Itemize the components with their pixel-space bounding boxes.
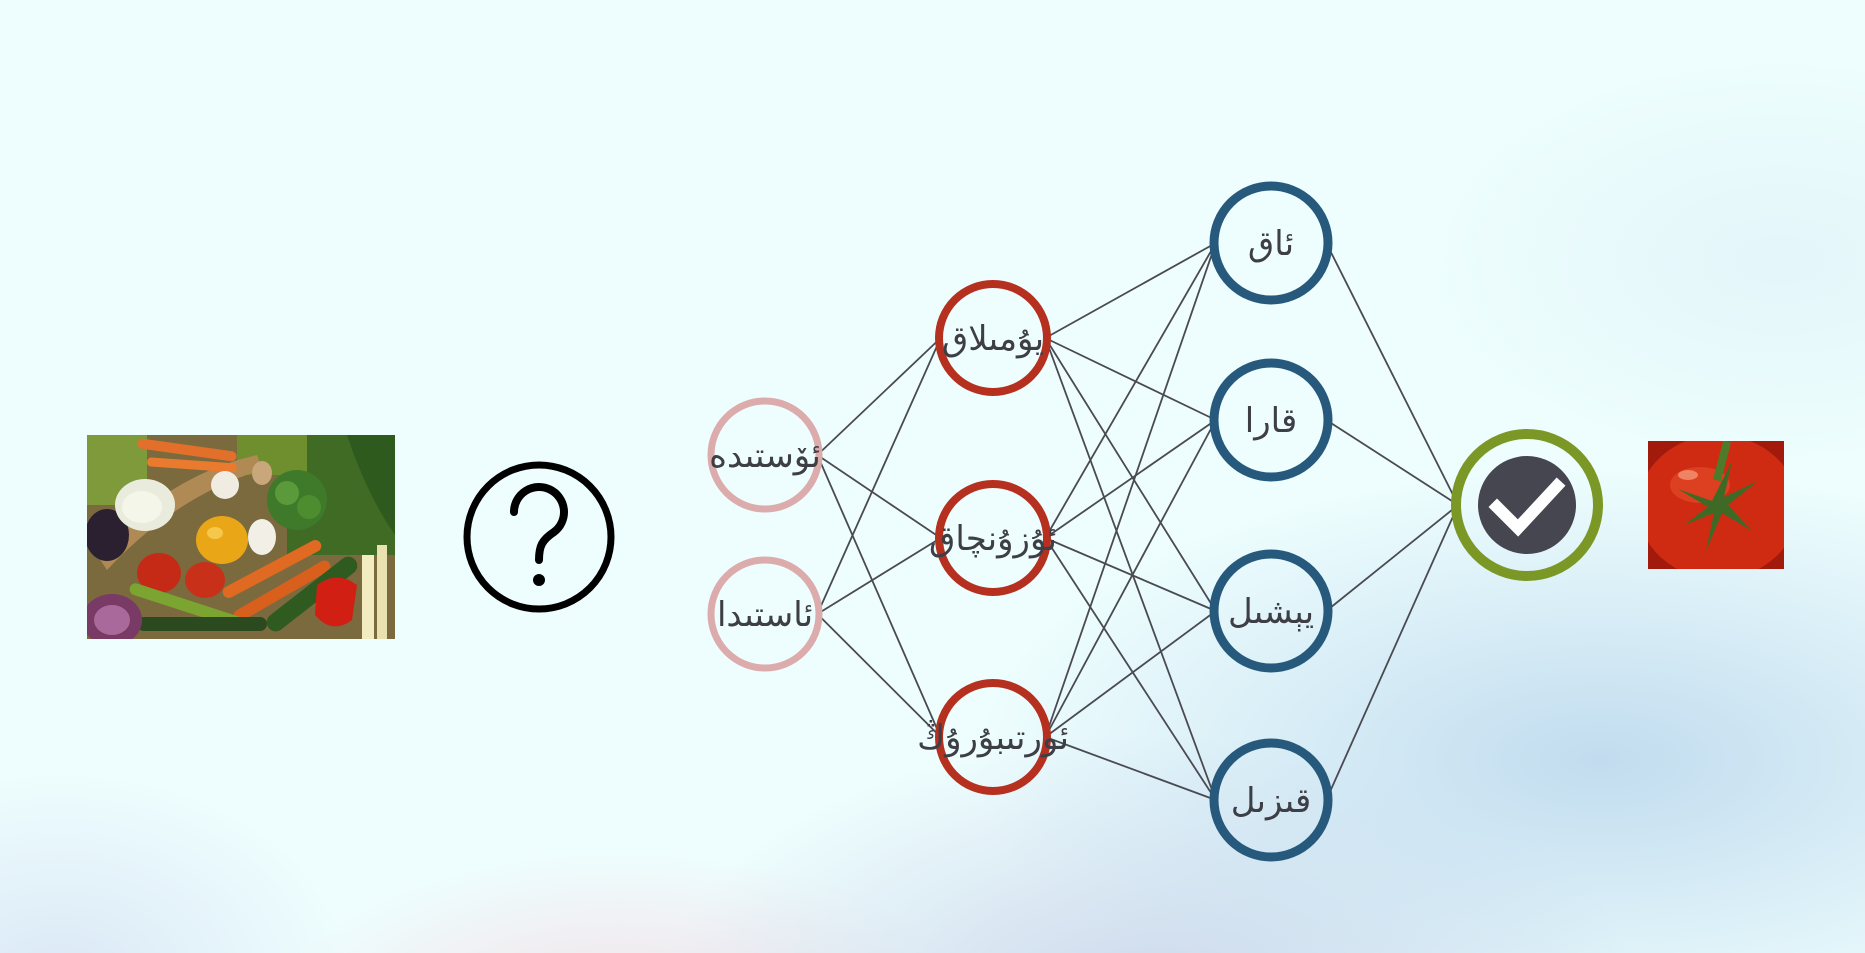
tomato-illustration (1648, 441, 1784, 569)
network-edge (1044, 419, 1217, 539)
network-edge (816, 537, 942, 615)
network-edge (1044, 337, 1217, 612)
network-edges (816, 242, 1459, 801)
input-node: ئاستىدا (707, 556, 823, 672)
network-nodes: ئۆستىدە ئاستىدا يۇمىلاق ئۇزۇنچاق ئورتىبۇ… (707, 181, 1603, 862)
input-node-label: ئۆستىدە (709, 436, 821, 476)
network-edge (1045, 537, 1217, 612)
network-edge (816, 454, 942, 539)
hidden1-node: يۇمىلاق (935, 280, 1051, 396)
hidden2-node: قارا (1209, 358, 1333, 482)
vegetables-image (87, 435, 395, 639)
network-edge (1044, 242, 1217, 339)
network-edge (1325, 242, 1459, 506)
network-edge (1045, 736, 1217, 801)
hidden2-node: يېشىل (1209, 549, 1333, 673)
network-edge (1325, 419, 1459, 506)
hidden1-node: ئۇزۇنچاق (929, 480, 1057, 596)
network-edge (816, 337, 942, 456)
hidden1-node-label: ئورتىبۇرۇڭ (917, 718, 1069, 758)
network-edge (1044, 419, 1217, 738)
hidden2-node-label: قارا (1245, 401, 1297, 441)
network-edge (816, 454, 942, 738)
network-edge (816, 613, 942, 738)
hidden1-node: ئورتىبۇرۇڭ (917, 679, 1069, 795)
hidden2-node-label: قىزىل (1231, 781, 1311, 821)
hidden1-node-label: ئۇزۇنچاق (929, 519, 1057, 559)
input-node: ئۆستىدە (707, 397, 823, 513)
hidden1-node-label: يۇمىلاق (942, 319, 1044, 359)
network-edge (1044, 242, 1217, 738)
network-edge (816, 337, 942, 615)
network-edge (1044, 337, 1217, 801)
network-edge (1325, 504, 1459, 612)
hidden2-node-label: ئاق (1248, 224, 1294, 264)
output-node (1451, 429, 1603, 581)
tomato-image (1648, 441, 1784, 569)
network-edge (1325, 504, 1459, 801)
hidden2-node: قىزىل (1209, 738, 1333, 862)
input-node-label: ئاستىدا (717, 595, 813, 635)
network-edge (1044, 610, 1217, 738)
question-mark-circle-icon (463, 461, 615, 613)
hidden2-node: ئاق (1209, 181, 1333, 305)
network-edge (1044, 242, 1217, 539)
hidden2-node-label: يېشىل (1228, 592, 1314, 632)
vegetables-illustration (87, 435, 395, 639)
network-edge (1044, 537, 1217, 801)
network-edge (1044, 337, 1217, 421)
checkmark-icon (1488, 477, 1566, 537)
